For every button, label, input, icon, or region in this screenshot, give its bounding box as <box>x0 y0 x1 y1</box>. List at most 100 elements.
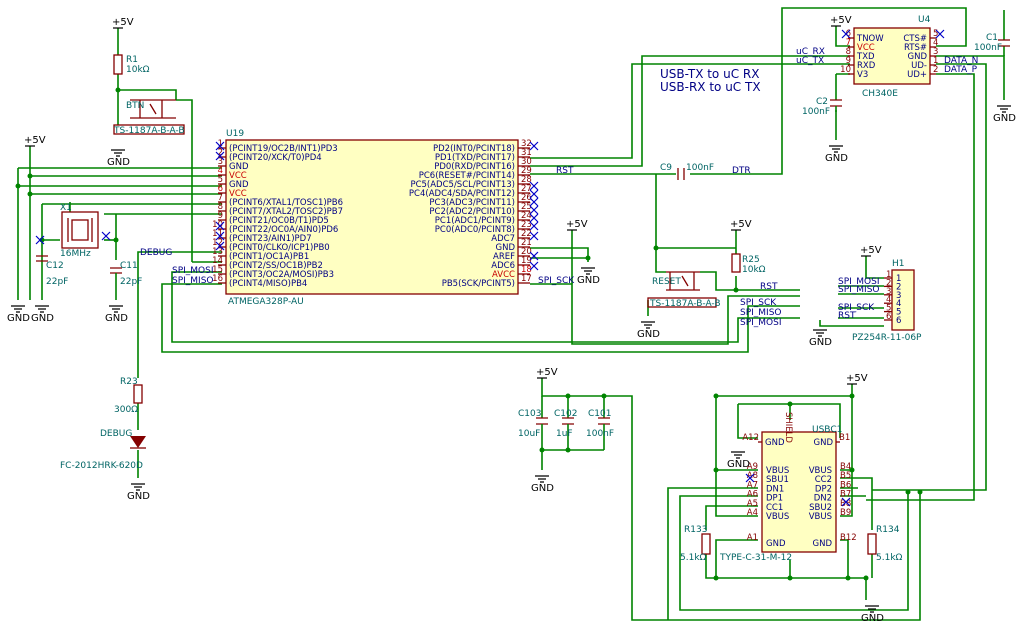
net-uc-rx: uC_RX <box>796 47 825 57</box>
pin-name: AREF <box>493 252 515 262</box>
u4-value: CH340E <box>862 89 898 99</box>
power-label: +5V <box>846 373 868 384</box>
capacitor-c2[interactable]: C2 100nF <box>802 97 842 117</box>
pin-name: PC1(ADC1/PCINT9) <box>435 216 515 226</box>
power-label: +5V <box>112 17 134 28</box>
pin-name: VCC <box>857 43 875 53</box>
ground-symbol <box>865 605 879 613</box>
crystal-x1[interactable]: X1 16MHz <box>60 203 99 259</box>
pin-number: A1 <box>747 533 758 543</box>
pin-number: 5 <box>933 29 938 39</box>
pin-number: 23 <box>521 220 532 230</box>
pin-number: 6 <box>846 29 851 39</box>
pin-number: 2 <box>933 65 938 75</box>
svg-text:USB-RX to uC TX: USB-RX to uC TX <box>660 80 761 94</box>
u19-value: ATMEGA328P-AU <box>228 297 304 307</box>
pin-number: 1 <box>933 56 938 66</box>
pin-name: (PCINT4/MISO)PB4 <box>229 279 307 289</box>
pin-number: 24 <box>521 211 532 221</box>
led-debug[interactable]: DEBUG FC-2012HRK-620D <box>60 429 146 471</box>
resistor-r134[interactable]: R134 5.1kΩ <box>867 525 903 563</box>
pin-number: B8 <box>840 499 851 509</box>
net-spi-sck-2: SPI_SCK <box>740 298 777 308</box>
svg-text:1uF: 1uF <box>556 429 573 439</box>
pin-number: B9 <box>840 508 851 518</box>
net-spi-miso-2: SPI_MISO <box>740 308 782 318</box>
pin-name: PC5(ADC5/SCL/PCINT13) <box>410 180 515 190</box>
h1-value: PZ254R-11-06P <box>852 333 922 343</box>
pin-name: DN2 <box>814 494 832 504</box>
ground-label: GND <box>727 459 750 470</box>
pin-number: A7 <box>747 480 758 490</box>
ground-symbol <box>11 305 25 313</box>
net-spi-sck: SPI_SCK <box>538 276 575 286</box>
button-reset[interactable]: RESET TS-1187A-B-A-B <box>647 271 721 316</box>
svg-text:USB-TX to uC RX: USB-TX to uC RX <box>660 67 759 81</box>
ground-symbol <box>813 329 827 337</box>
capacitor-c102[interactable]: C102 1uF <box>554 409 577 439</box>
capacitor-c103[interactable]: C103 10uF <box>518 409 548 439</box>
net-spi-mosi-2: SPI_MOSI <box>740 318 782 328</box>
pin-number: 17 <box>521 274 532 284</box>
svg-text:X1: X1 <box>60 203 72 213</box>
power-label: +5V <box>536 367 558 378</box>
atmega328p-chip[interactable]: 1(PCINT19/OC2B/INT1)PD32(PCINT20/XCK/T0)… <box>212 129 532 307</box>
usbc-connector[interactable]: A12GNDB1GNDA9VBUSB4VBUSA8SBU1B5CC2A7DN1B… <box>719 425 857 563</box>
ground-label: GND <box>993 113 1016 124</box>
pin-name: PC2(ADC2/PCINT10) <box>429 207 515 217</box>
h1-ref: H1 <box>892 259 905 269</box>
ground-symbol <box>111 149 125 157</box>
resistor-r25[interactable]: R25 10kΩ <box>731 236 766 275</box>
capacitor-c12[interactable]: C12 22pF <box>36 255 68 287</box>
pin-name: GND <box>229 180 249 190</box>
usbc-ref: USBC1 <box>812 425 842 435</box>
button-btn[interactable]: BTN TS-1187A-B-A-B <box>113 99 185 136</box>
pin-number: A4 <box>747 508 758 518</box>
pin-name: (PCINT19/OC2B/INT1)PD3 <box>229 144 338 154</box>
ground-symbol <box>109 305 123 313</box>
pin-number: B12 <box>840 533 857 543</box>
pin-name: PD0(RXD/PCINT16) <box>434 162 515 172</box>
ground-label: GND <box>7 313 30 324</box>
capacitor-c9[interactable]: C9 100nF <box>660 163 714 180</box>
pin-name: VBUS <box>809 466 832 476</box>
capacitor-c1[interactable]: C1 100nF <box>974 33 1010 53</box>
pin-number: B5 <box>840 471 851 481</box>
pin-number: 6 <box>218 184 223 194</box>
net-data-n: DATA_N <box>944 56 978 66</box>
svg-text:TS-1187A-B-A-B: TS-1187A-B-A-B <box>113 126 185 136</box>
resistor-r1[interactable]: R1 10kΩ <box>113 54 150 75</box>
power-label: +5V <box>24 135 46 146</box>
pin-number: 4 <box>886 295 891 305</box>
pin-number: 20 <box>521 247 532 257</box>
capacitor-c101[interactable]: C101 100nF <box>586 409 614 439</box>
pin-name: (PCINT7/XTAL2/TOSC2)PB7 <box>229 207 343 217</box>
power-label: +5V <box>860 245 882 256</box>
pin-name: GND <box>229 162 249 172</box>
svg-text:5.1kΩ: 5.1kΩ <box>680 553 707 563</box>
capacitor-c11[interactable]: C11 22pF <box>110 261 142 300</box>
svg-text:FC-2012HRK-620D: FC-2012HRK-620D <box>60 461 143 471</box>
pin-name: 6 <box>896 316 901 326</box>
pin-name: 5 <box>896 308 901 318</box>
pin-number: 3 <box>886 287 891 297</box>
net-spi-mosi-h1: SPI_MOSI <box>838 277 880 287</box>
svg-text:100nF: 100nF <box>586 429 614 439</box>
svg-text:R134: R134 <box>876 525 900 535</box>
ground-symbol <box>535 475 549 483</box>
u19-ref: U19 <box>226 129 244 139</box>
resistor-r133[interactable]: R133 5.1kΩ <box>680 525 711 563</box>
pin-name: (PCINT23/AIN1)PD7 <box>229 234 312 244</box>
resistor-r23[interactable]: R23 300Ω <box>114 377 143 415</box>
svg-text:C101: C101 <box>588 409 611 419</box>
svg-text:10kΩ: 10kΩ <box>742 265 766 275</box>
pin-name: V3 <box>857 70 868 80</box>
ground-symbol <box>641 321 655 329</box>
pin-number: A12 <box>742 433 759 443</box>
net-dtr: DTR <box>732 166 751 176</box>
pin-number: 32 <box>521 139 532 149</box>
ground-symbol <box>829 145 843 153</box>
